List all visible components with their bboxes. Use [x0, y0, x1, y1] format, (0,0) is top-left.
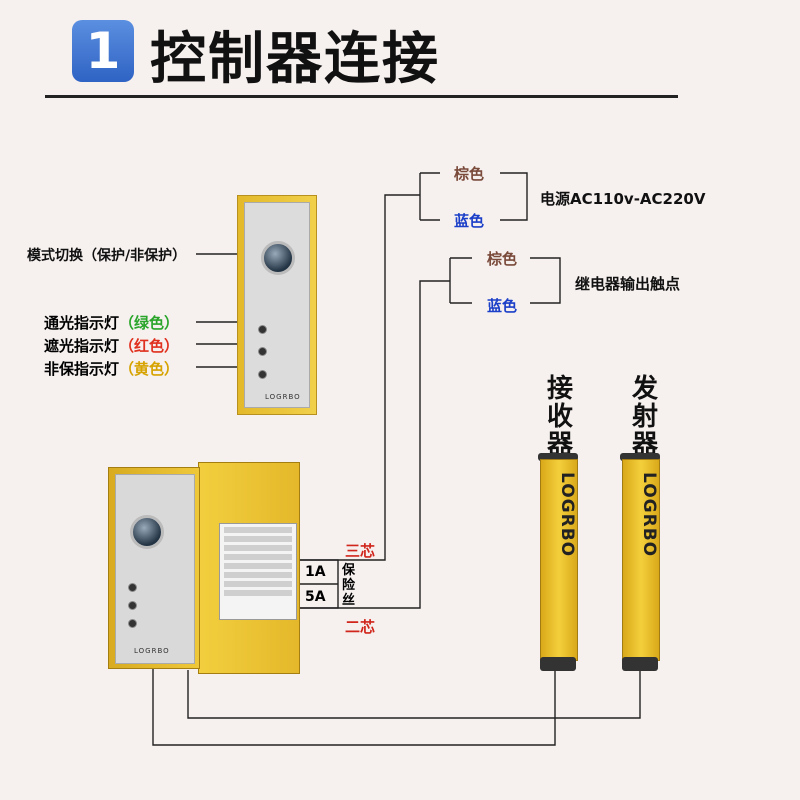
receiver-brand: LOGRBO — [557, 472, 577, 558]
nonprotect-indicator-led — [258, 370, 267, 379]
receiver-char-2: 收 — [546, 402, 573, 432]
relay-bracket — [530, 257, 561, 304]
emitter-char-1: 发 — [631, 374, 658, 404]
pass-light-label: 通光指示灯（绿色） — [44, 312, 179, 333]
block-light-text: 遮光指示灯 — [44, 337, 120, 355]
emitter-bottom-cap — [622, 657, 658, 671]
step-number-badge: 1 — [72, 20, 134, 82]
fuse-label: 保 险 丝 — [342, 563, 358, 608]
box-led-1 — [128, 583, 137, 592]
controller-box-side — [198, 462, 300, 674]
emitter-brand: LOGRBO — [639, 472, 659, 558]
nonprotect-light-label: 非保指示灯（黄色） — [44, 358, 179, 379]
emitter-char-2: 射 — [631, 402, 658, 432]
block-light-label: 遮光指示灯（红色） — [44, 335, 179, 356]
mode-switch-knob — [261, 241, 295, 275]
receiver-sensor: LOGRBO — [540, 459, 578, 661]
pass-indicator-led — [258, 325, 267, 334]
two-core-label: 二芯 — [345, 618, 376, 636]
pass-light-text: 通光指示灯 — [44, 314, 120, 332]
two-core-cable — [298, 280, 450, 609]
fuse-label-char-2: 险 — [342, 578, 356, 593]
three-core-label: 三芯 — [345, 542, 376, 560]
block-light-color: （红色） — [119, 337, 180, 355]
receiver-char-1: 接 — [546, 374, 573, 404]
three-core-cable — [298, 194, 420, 561]
receiver-top-cap — [538, 453, 578, 461]
relay-brown-label: 棕色 — [487, 250, 518, 268]
receiver-cable — [152, 665, 556, 746]
panel-brand-logo: LOGRBO — [265, 393, 301, 401]
emitter-label: 发 射 器 — [630, 375, 660, 459]
fuse-5a-label: 5A — [305, 589, 326, 605]
receiver-label: 接 收 器 — [545, 375, 575, 459]
power-brown-label: 棕色 — [454, 165, 485, 183]
fuse-label-char-3: 丝 — [342, 593, 356, 608]
box-mode-knob — [130, 515, 164, 549]
box-led-2 — [128, 601, 137, 610]
relay-output-label: 继电器输出触点 — [575, 275, 681, 293]
power-blue-label: 蓝色 — [454, 212, 485, 230]
receiver-bottom-cap — [540, 657, 576, 671]
emitter-sensor: LOGRBO — [622, 459, 660, 661]
controller-panel: LOGRBO — [237, 195, 317, 415]
emitter-top-cap — [620, 453, 660, 461]
block-indicator-led — [258, 347, 267, 356]
page-title: 控制器连接 — [150, 27, 440, 92]
nonprotect-light-color: （黄色） — [119, 360, 180, 378]
box-brand-logo: LOGRBO — [134, 647, 170, 655]
fuse-1a-label: 1A — [305, 564, 326, 580]
box-led-3 — [128, 619, 137, 628]
fuse-label-char-1: 保 — [342, 563, 356, 578]
pass-light-color: （绿色） — [119, 314, 180, 332]
power-bracket — [500, 172, 528, 221]
power-supply-label: 电源AC110v-AC220V — [540, 190, 706, 208]
mode-switch-label: 模式切换（保护/非保护） — [27, 248, 187, 264]
spec-label-plate — [219, 523, 297, 620]
title-divider — [45, 95, 678, 98]
controller-panel-face: LOGRBO — [244, 202, 310, 408]
controller-box-front: LOGRBO — [108, 467, 200, 669]
nonprotect-light-text: 非保指示灯 — [44, 360, 120, 378]
emitter-cable — [187, 670, 641, 719]
relay-blue-label: 蓝色 — [487, 297, 518, 315]
controller-box-face: LOGRBO — [115, 474, 195, 664]
